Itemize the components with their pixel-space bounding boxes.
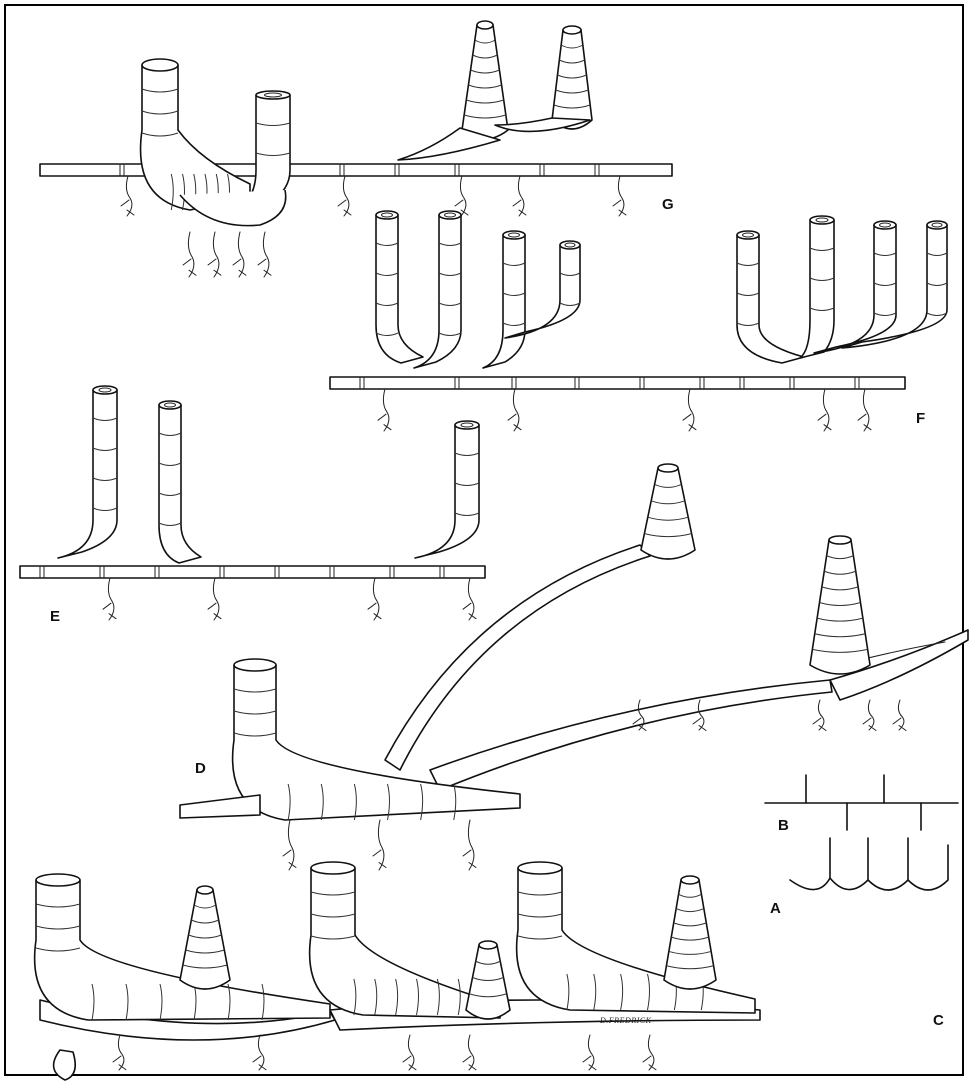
tube-aperture [477,21,493,29]
stolon-body [20,566,485,578]
rootlet [463,578,476,620]
rootlet [463,1035,476,1070]
stolon-body [40,164,672,176]
rootlet [583,1035,596,1070]
panel-F [330,211,947,431]
label-E: E [50,608,60,625]
tube-aperture [518,862,562,874]
tube-aperture [810,216,834,224]
tube-aperture [681,876,699,884]
rootlet [858,389,871,431]
rootlet [455,176,468,216]
zooid-cone [810,540,870,674]
rootlet [613,176,626,216]
zooid-j [517,868,755,1013]
tube-aperture [503,231,525,239]
tube-aperture [159,401,181,409]
stolon-stub [180,795,260,818]
tube-aperture [455,421,479,429]
zooid-tube [483,235,525,368]
label-G: G [662,196,674,213]
zooid-cone [664,880,716,989]
rootlet [403,1035,416,1070]
tube-aperture [376,211,398,219]
tube-aperture [439,211,461,219]
panel-G [40,21,672,277]
artist-signature: D.FREDRICK [600,1016,651,1025]
rootlet [818,389,831,431]
rootlet [103,578,116,620]
rootlet [643,1035,656,1070]
zooid-tube [159,405,201,563]
tube-aperture [874,221,896,229]
zooid-j [233,665,520,820]
label-C: C [933,1012,944,1029]
zooid-tube [58,390,117,558]
rootlet [508,389,521,431]
tube-aperture [93,386,117,394]
rootlet [378,389,391,431]
panel-E [20,386,485,620]
tube-aperture [197,886,213,894]
zooid-tube [800,220,834,358]
zooid-cone [180,890,230,989]
rootlet [253,1035,266,1070]
panel-A [790,838,948,890]
rootlet [183,232,196,277]
rootlet [893,700,906,731]
zooid-j [35,880,330,1020]
label-B: B [778,817,789,834]
tube-aperture [658,464,678,472]
zooid-tube [737,235,804,363]
tube-aperture [311,862,355,874]
tube-aperture [479,941,497,949]
rootlet [113,1035,126,1070]
stolon-body [330,377,905,389]
tube-aperture [36,874,80,886]
label-F: F [916,410,925,427]
rootlet [373,820,386,870]
zooid-tube [415,425,479,558]
rootlet [283,820,296,870]
tube-aperture [927,221,947,229]
bud-stub [54,1050,76,1080]
tube-aperture [560,241,580,249]
label-D: D [195,760,206,777]
rootlet [233,232,246,277]
panel-B [765,775,958,830]
rootlet [863,700,876,731]
rootlet [338,176,351,216]
tube-aperture [829,536,851,544]
zooid-cone [462,25,508,139]
zooid-body [180,190,286,226]
tube-aperture [737,231,759,239]
zooid-tube [376,215,423,363]
rootlet [368,578,381,620]
tube-aperture [142,59,178,71]
rootlet [121,176,134,216]
tube-aperture [234,659,276,671]
rootlet [513,176,526,216]
zooid-cone [641,468,695,559]
rootlet [208,232,221,277]
schematic-arcs [790,838,948,890]
stolon-diagonal [430,680,832,790]
rootlet [463,820,476,870]
zooid-cone [552,30,592,129]
rootlet [208,578,221,620]
tube-aperture [256,91,290,99]
panel-C [35,862,760,1080]
rootlet [813,700,826,731]
label-A: A [770,900,781,917]
zooid-tube [414,215,461,368]
tube-aperture [563,26,581,34]
rootlet [258,232,271,277]
panel-D [180,464,968,870]
rootlet [683,389,696,431]
zooid-cone [466,945,510,1019]
